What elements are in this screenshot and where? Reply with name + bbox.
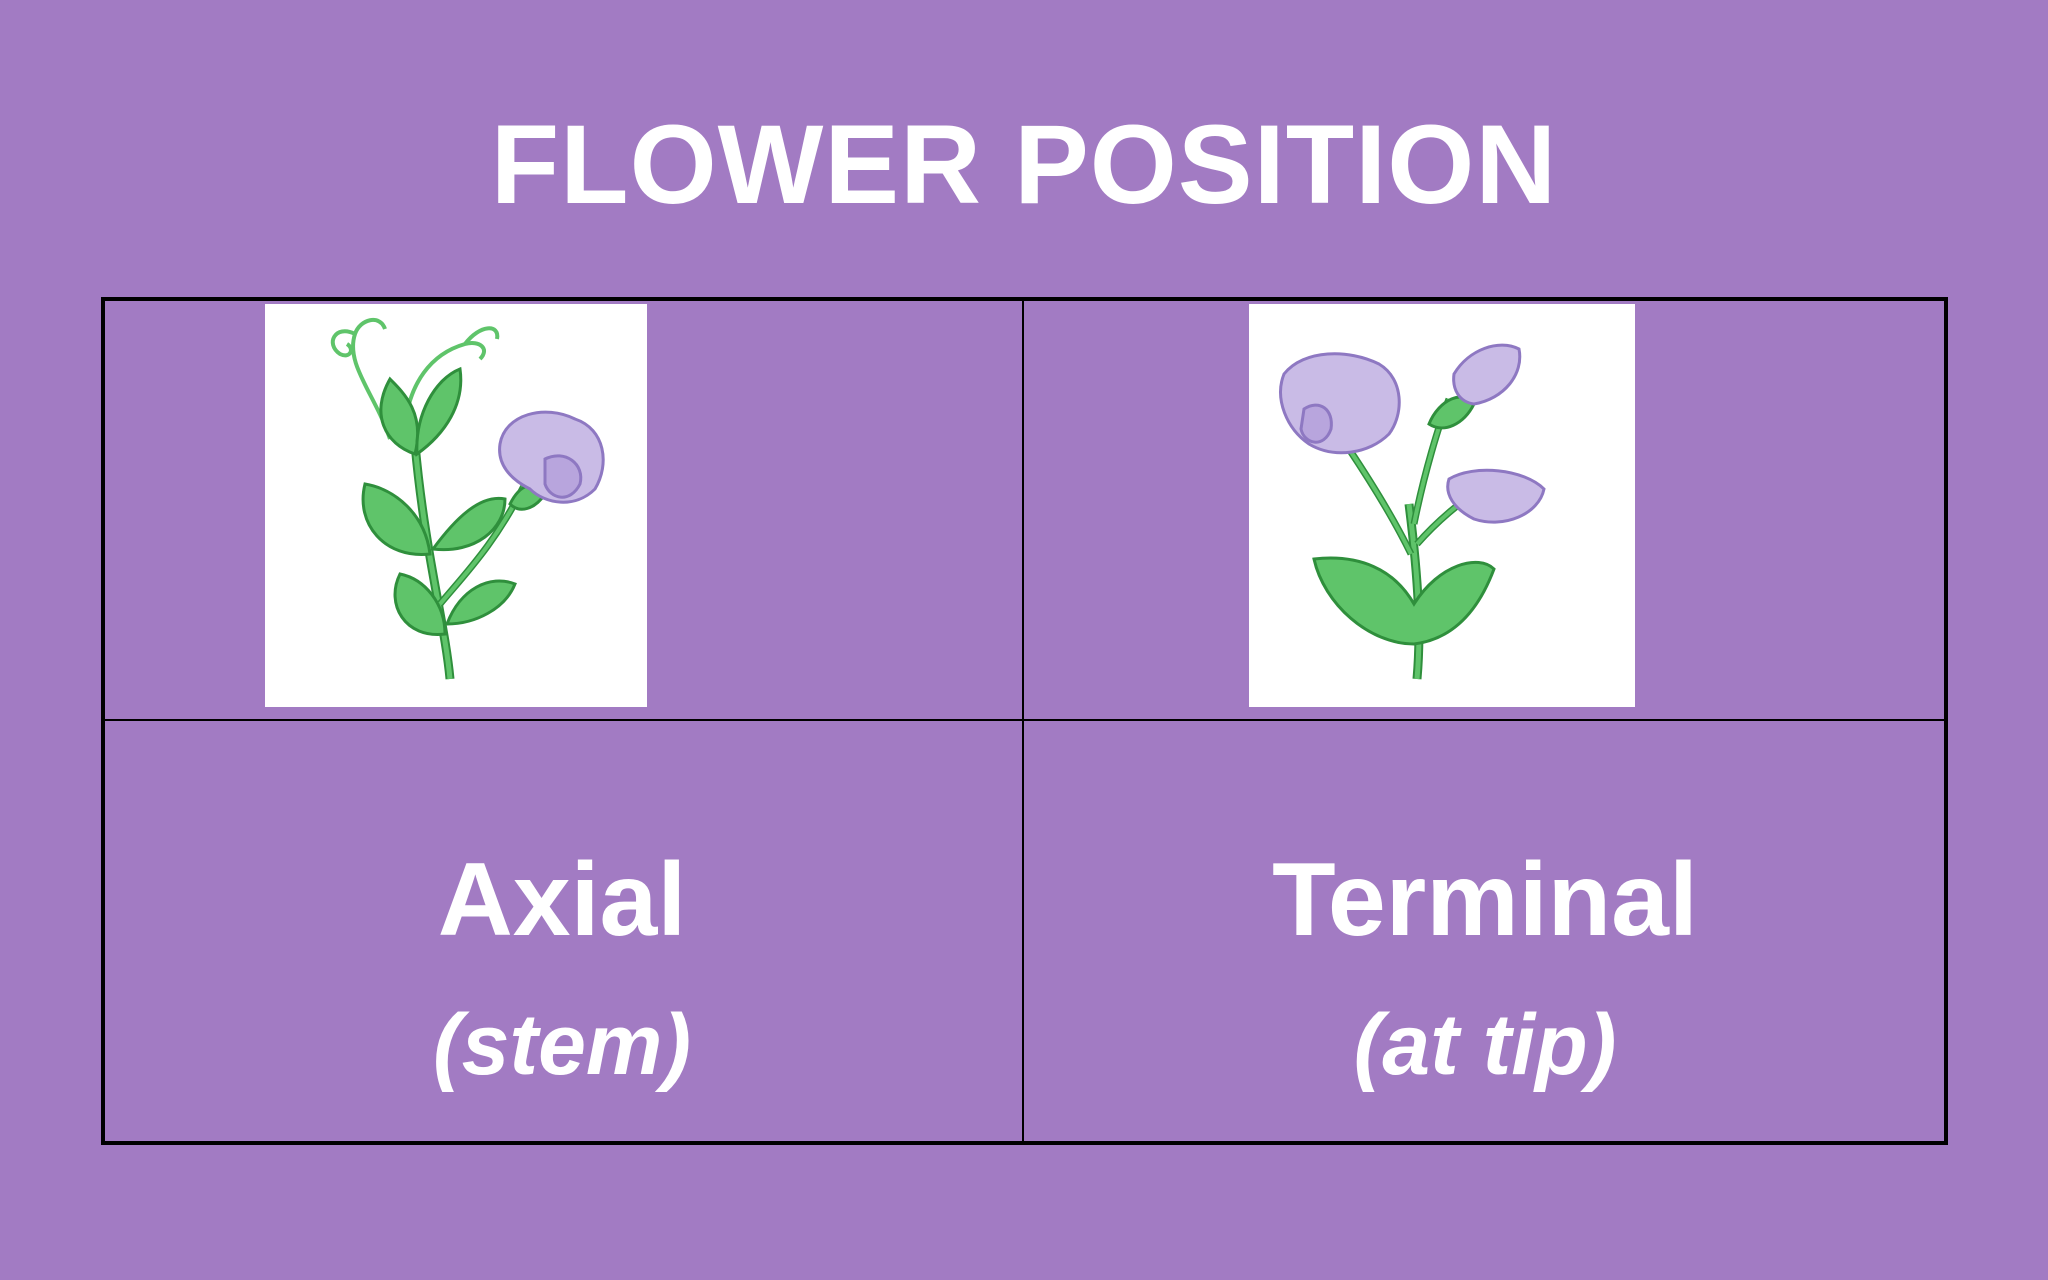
table-column-divider: [1022, 297, 1024, 1145]
axial-label: Axial: [437, 842, 687, 958]
table-row-divider: [101, 719, 1948, 721]
axial-sublabel: (stem): [432, 997, 692, 1093]
axial-flower-illustration-icon: [265, 304, 647, 707]
slide-title: FLOWER POSITION: [490, 102, 1558, 227]
comparison-table: [101, 297, 1948, 1145]
terminal-label: Terminal: [1272, 842, 1698, 958]
terminal-sublabel: (at tip): [1353, 997, 1617, 1093]
terminal-flower-illustration-icon: [1249, 304, 1635, 707]
